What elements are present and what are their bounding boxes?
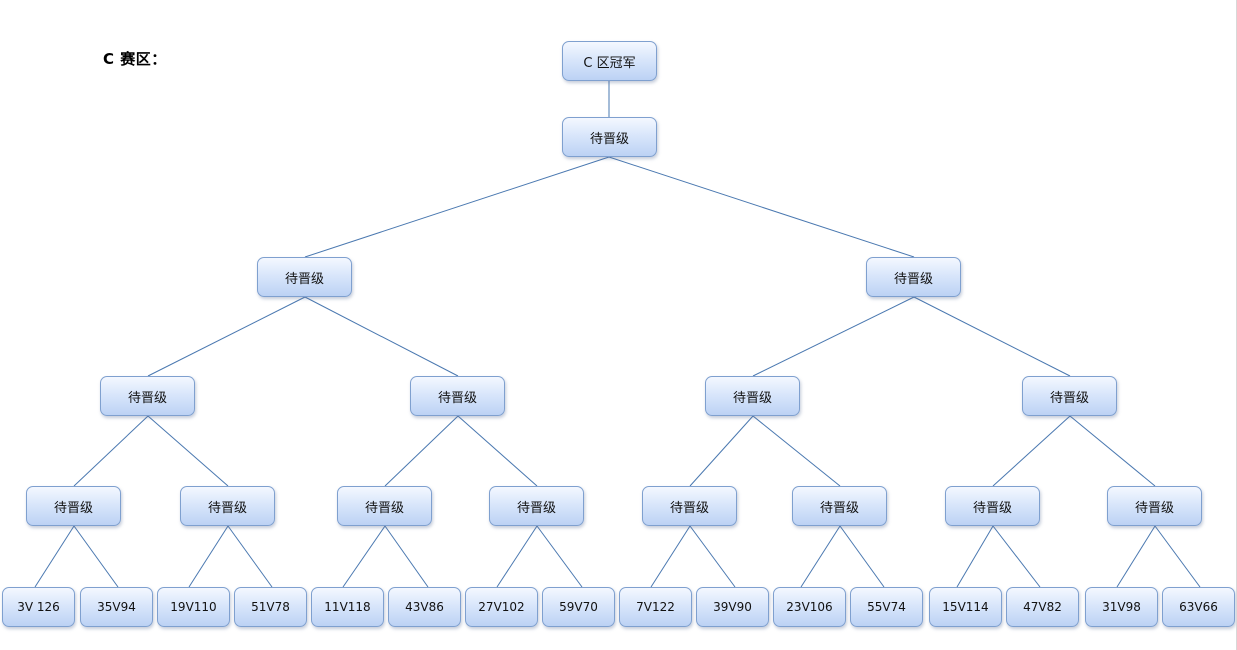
connector-line (752, 415, 841, 487)
quarterfinal-node: 待晋级 (410, 376, 505, 416)
match-node: 15V114 (929, 587, 1002, 627)
round16-node: 待晋级 (337, 486, 432, 526)
match-node: 39V90 (696, 587, 769, 627)
match-node: 7V122 (619, 587, 692, 627)
connector-line (913, 296, 1071, 377)
match-node: 55V74 (850, 587, 923, 627)
connector-line (457, 415, 538, 487)
match-node: 31V98 (1085, 587, 1158, 627)
round16-node: 待晋级 (945, 486, 1040, 526)
region-title: C 赛区： (103, 50, 167, 68)
quarterfinal-node: 待晋级 (100, 376, 195, 416)
connector-line (304, 296, 459, 377)
connector-line (1154, 525, 1201, 588)
connector-line (188, 525, 229, 588)
connector-line (34, 525, 75, 588)
round16-node: 待晋级 (792, 486, 887, 526)
quarterfinal-node: 待晋级 (705, 376, 800, 416)
connector-line (992, 525, 1041, 588)
connector-line (608, 156, 915, 258)
connector-line (1116, 525, 1156, 588)
match-node: 27V102 (465, 587, 538, 627)
connector-line (304, 156, 610, 258)
connector-line (689, 525, 736, 588)
connector-line (536, 525, 583, 588)
match-node: 51V78 (234, 587, 307, 627)
connector-line (227, 525, 273, 588)
connector-line (1069, 415, 1156, 487)
connector-line (752, 296, 915, 377)
connector-line (839, 525, 885, 588)
round16-node: 待晋级 (1107, 486, 1202, 526)
round16-node: 待晋级 (642, 486, 737, 526)
semifinal-node: 待晋级 (257, 257, 352, 297)
connector-line (73, 525, 119, 588)
connector-line (496, 525, 538, 588)
match-node: 59V70 (542, 587, 615, 627)
connector-line (147, 296, 306, 377)
match-node: 35V94 (80, 587, 153, 627)
match-node: 43V86 (388, 587, 461, 627)
final-node: 待晋级 (562, 117, 657, 157)
connector-line (956, 525, 994, 588)
connector-line (73, 415, 149, 487)
connector-line (992, 415, 1071, 487)
match-node: 11V118 (311, 587, 384, 627)
round16-node: 待晋级 (26, 486, 121, 526)
connector-line (342, 525, 386, 588)
match-node: 47V82 (1006, 587, 1079, 627)
connector-line (147, 415, 229, 487)
match-node: 3V 126 (2, 587, 75, 627)
round16-node: 待晋级 (180, 486, 275, 526)
quarterfinal-node: 待晋级 (1022, 376, 1117, 416)
match-node: 19V110 (157, 587, 230, 627)
connector-line (800, 525, 841, 588)
connector-line (650, 525, 691, 588)
semifinal-node: 待晋级 (866, 257, 961, 297)
match-node: 63V66 (1162, 587, 1235, 627)
connector-line (689, 415, 754, 487)
match-node: 23V106 (773, 587, 846, 627)
round16-node: 待晋级 (489, 486, 584, 526)
connector-line (384, 415, 459, 487)
champion-node: C 区冠军 (562, 41, 657, 81)
connector-line (384, 525, 429, 588)
